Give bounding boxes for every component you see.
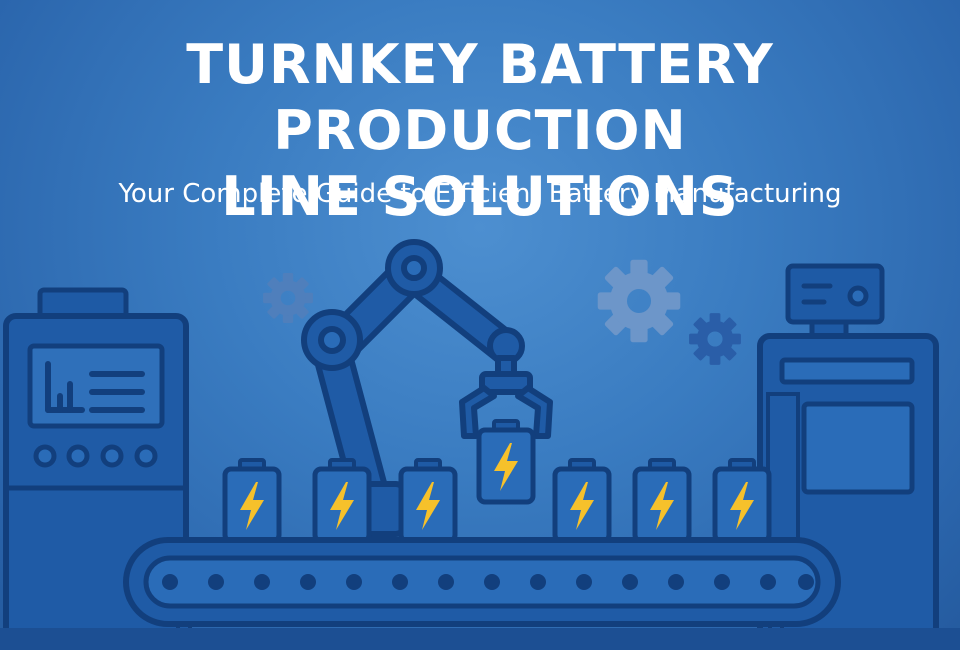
battery-icon	[555, 460, 609, 541]
gear-icon-left	[263, 273, 313, 323]
bar-chart-icon	[45, 361, 145, 413]
conveyor-belt-icon	[123, 537, 841, 650]
control-buttons	[33, 444, 158, 468]
battery-icon-held	[479, 421, 533, 502]
battery-icon	[315, 460, 369, 541]
title-line-1: TURNKEY BATTERY PRODUCTION	[186, 33, 774, 162]
battery-icon	[635, 460, 689, 541]
page-subtitle: Your Complete Guide to Efficient Battery…	[118, 179, 842, 209]
gear-icon-right	[689, 313, 741, 365]
gear-icon-center	[597, 259, 681, 343]
battery-icon	[401, 460, 455, 541]
monitor-screen	[27, 343, 165, 429]
floor	[0, 628, 960, 650]
battery-icon	[225, 460, 279, 541]
title-line-2: LINE SOLUTIONS	[221, 165, 739, 228]
page-title: TURNKEY BATTERY PRODUCTION LINE SOLUTION…	[0, 32, 960, 230]
battery-icon	[715, 460, 769, 541]
